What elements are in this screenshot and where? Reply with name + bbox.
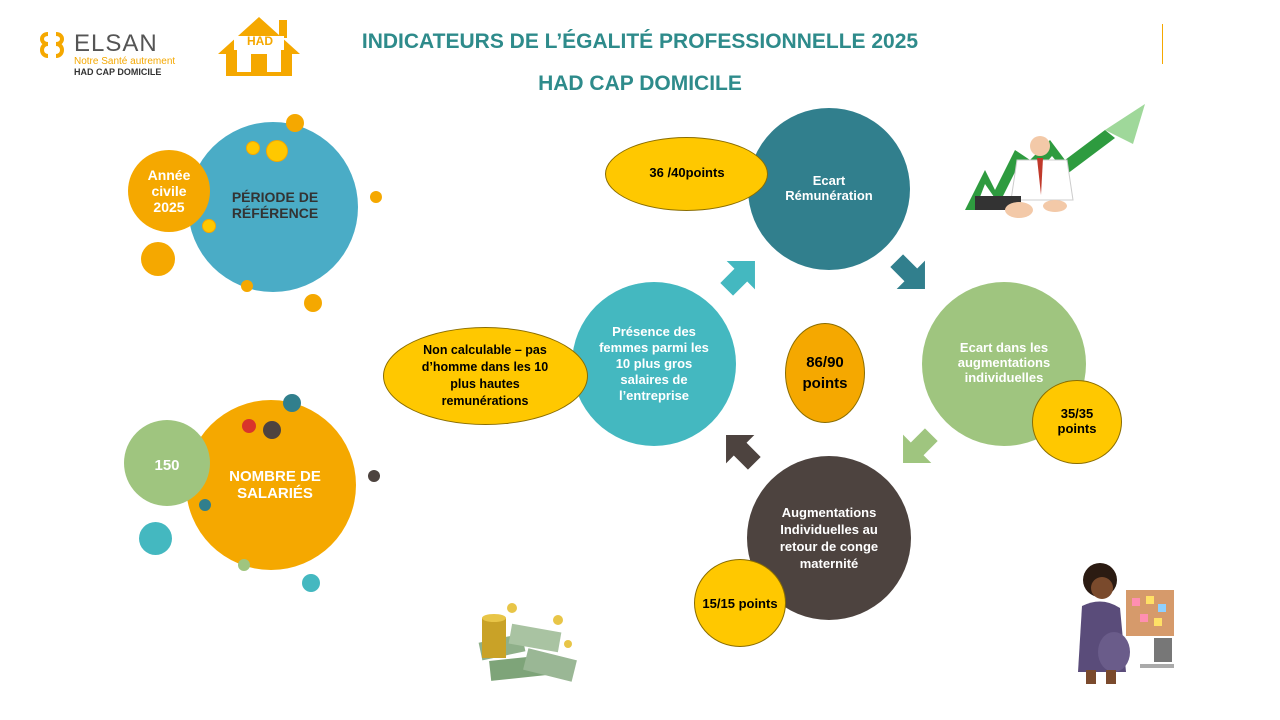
decor-dot — [238, 559, 250, 571]
decor-dot — [263, 421, 281, 439]
decor-dot — [302, 574, 320, 592]
maternite-score: 15/15 points — [702, 595, 778, 611]
presence-circle — [572, 282, 736, 446]
brand-tagline: Notre Santé autrement — [74, 56, 176, 67]
pregnant-woman-phone-icon — [1078, 563, 1174, 684]
decor-dot — [368, 470, 380, 482]
augmentations-score-circle — [1032, 380, 1122, 464]
remuneration-score-ellipse — [605, 137, 768, 211]
money-pile-icon — [478, 603, 577, 682]
period-label: PÉRIODE DE RÉFÉRENCE — [231, 189, 319, 221]
augmentations-label: Ecart dans les augmentations individuell… — [957, 339, 1051, 385]
maternite-score-circle — [694, 559, 786, 647]
employees-value-circle — [124, 420, 210, 506]
decor-dot — [202, 219, 216, 233]
employees-label: NOMBRE DE SALARIÉS — [229, 468, 321, 502]
total-score: 86/90 points — [802, 354, 848, 392]
decor-dot — [370, 191, 382, 203]
remuneration-label: Ecart Rémunération — [785, 173, 873, 203]
elsan-symbol-icon — [40, 32, 64, 58]
decor-dot — [286, 114, 304, 132]
presence-score: Non calculable – pas d’homme dans les 10… — [421, 343, 549, 408]
decor-dot — [141, 242, 175, 276]
decor-dot — [283, 394, 301, 412]
decor-dot — [139, 522, 172, 555]
brand-sub: HAD CAP DOMICILE — [74, 67, 162, 77]
had-house-logo — [218, 17, 300, 76]
decor-dot — [266, 140, 288, 162]
decor-dot — [199, 499, 211, 511]
employees-value: 150 — [154, 456, 180, 474]
remuneration-circle — [748, 108, 910, 270]
divider — [1162, 24, 1163, 64]
period-value-circle — [128, 150, 210, 232]
presence-label: Présence des femmes parmi les 10 plus gr… — [599, 324, 709, 403]
page-subtitle: HAD CAP DOMICILE — [538, 72, 742, 95]
decor-dot — [246, 141, 260, 155]
elsan-logo: ELSAN Notre Santé autrement HAD CAP DOMI… — [36, 30, 196, 80]
remuneration-score: 36 /40points — [649, 164, 725, 180]
had-logo-text: HAD — [247, 34, 273, 48]
presence-score-ellipse — [383, 327, 588, 425]
brand-name: ELSAN — [74, 30, 158, 57]
maternite-label: Augmentations Individuelles au retour de… — [779, 505, 879, 571]
businessman-growth-icon — [965, 104, 1145, 218]
decor-dot — [242, 419, 256, 433]
decor-dot — [304, 294, 322, 312]
total-circle — [785, 323, 865, 423]
page-title: INDICATEURS DE L’ÉGALITÉ PROFESSIONNELLE… — [361, 30, 919, 53]
decor-dot — [241, 280, 253, 292]
period-value: Année civile 2025 — [147, 167, 191, 215]
augmentations-score: 35/35 points — [1057, 406, 1097, 436]
